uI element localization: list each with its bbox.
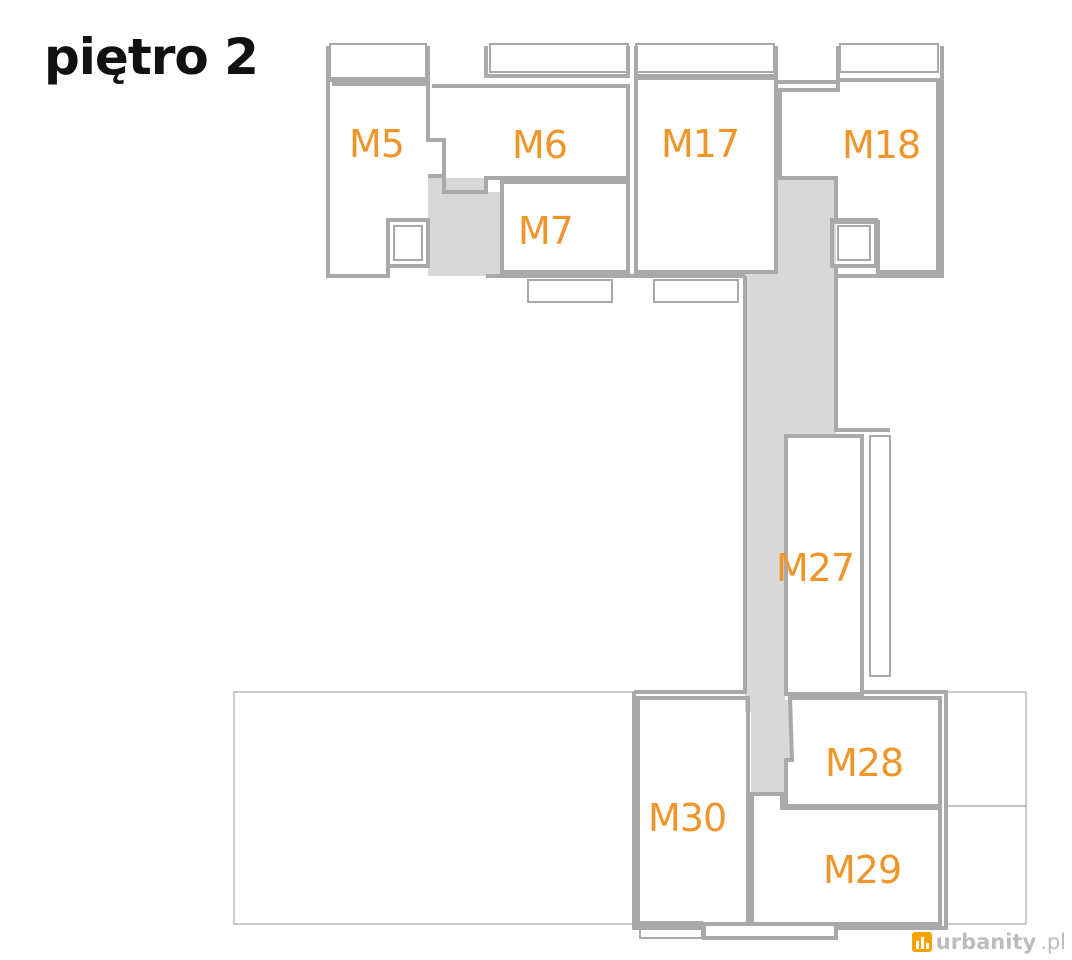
unit-label-m5[interactable]: M5 xyxy=(349,122,405,166)
unit-label-m6[interactable]: M6 xyxy=(512,123,568,167)
unit-label-m27[interactable]: M27 xyxy=(776,546,855,590)
unit-label-m7[interactable]: M7 xyxy=(518,209,574,253)
unit-label-m30[interactable]: M30 xyxy=(648,796,727,840)
floor-title: piętro 2 xyxy=(44,28,259,86)
common-area xyxy=(428,178,836,796)
unit-label-m28[interactable]: M28 xyxy=(825,741,904,785)
urbanity-logo-icon xyxy=(911,932,932,952)
watermark-text: urbanity xyxy=(935,930,1037,954)
unit-label-m17[interactable]: M17 xyxy=(661,122,740,166)
unit-label-m18[interactable]: M18 xyxy=(842,123,921,167)
watermark: urbanity.pl xyxy=(911,930,1066,954)
watermark-suffix: .pl xyxy=(1040,930,1066,954)
walls xyxy=(233,43,1027,940)
unit-label-m29[interactable]: M29 xyxy=(823,848,902,892)
